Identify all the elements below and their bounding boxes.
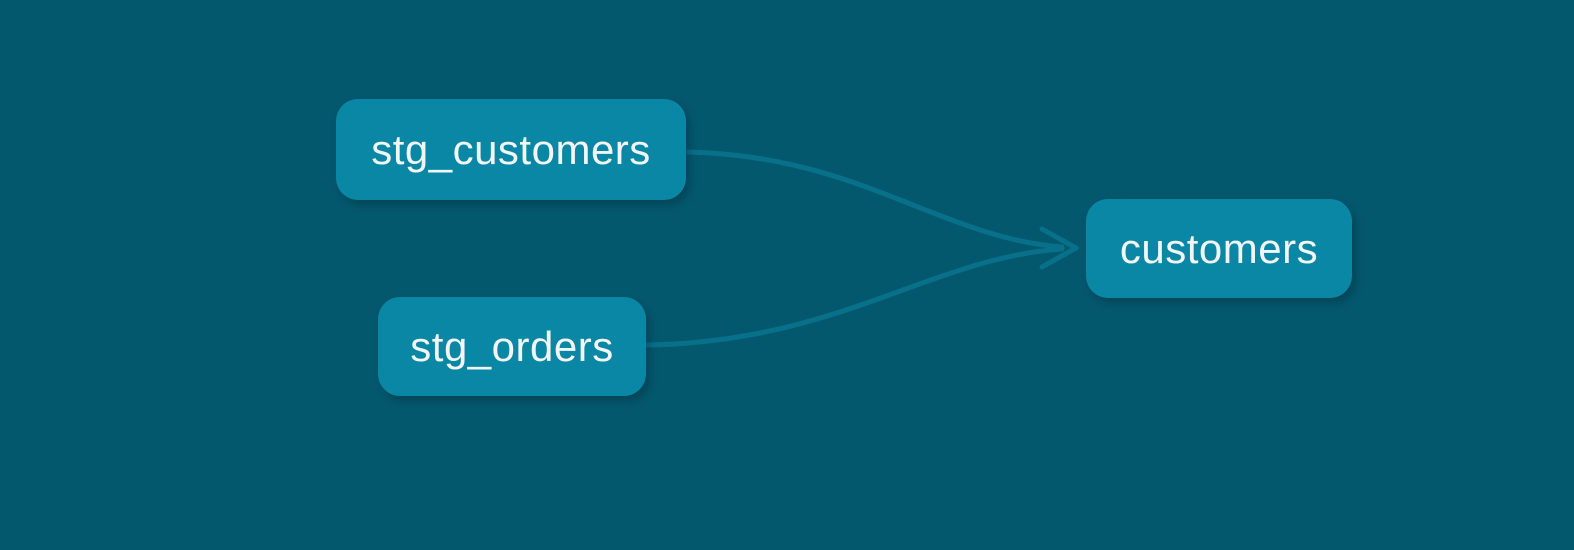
node-label: stg_customers <box>371 125 651 173</box>
arrowhead-icon <box>1039 226 1079 270</box>
node-label: customers <box>1119 224 1319 272</box>
node-stg-orders[interactable]: stg_orders <box>378 297 646 396</box>
edge-stg-customers-to-customers <box>683 149 1065 250</box>
node-label: stg_orders <box>410 322 614 370</box>
edge-stg-orders-to-customers <box>643 246 1065 348</box>
node-customers[interactable]: customers <box>1086 199 1352 298</box>
node-stg-customers[interactable]: stg_customers <box>336 99 686 200</box>
